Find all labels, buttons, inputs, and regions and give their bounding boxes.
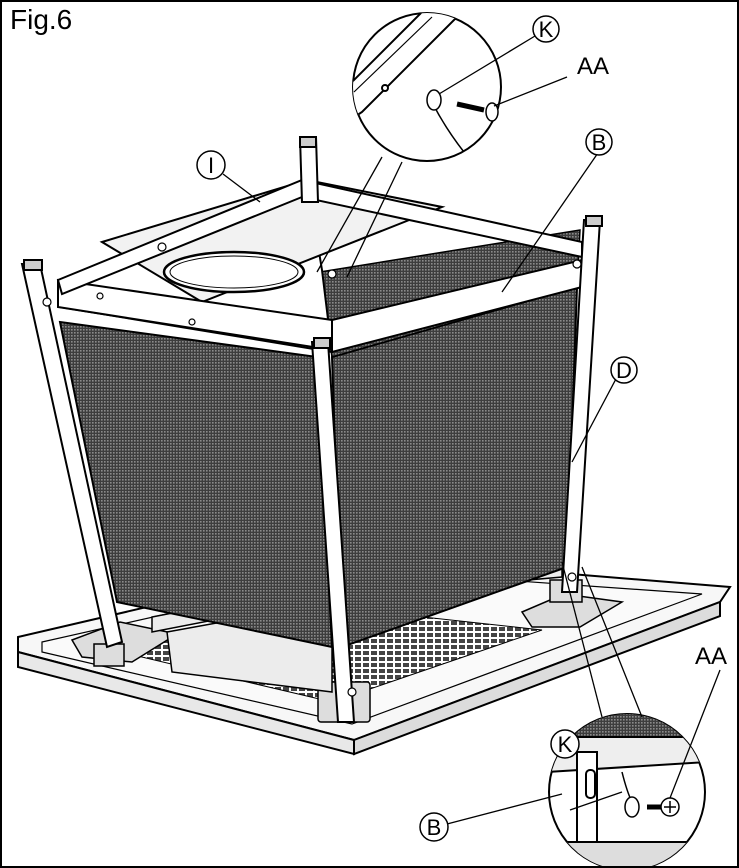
- detail-circle-top: [352, 12, 502, 162]
- screw-aa-top: [456, 101, 499, 122]
- screw-aa-bottom: [647, 797, 680, 817]
- callout-k-top-label: K: [539, 17, 554, 42]
- callout-d: D: [610, 356, 638, 384]
- detail-circle-bottom: [548, 713, 706, 866]
- callout-b-top-label: B: [592, 130, 607, 155]
- frame-screws: [42, 242, 582, 697]
- callout-d-label: D: [616, 358, 632, 383]
- frame-rails: [56, 178, 583, 354]
- callout-aa-bottom-label: AA: [695, 643, 727, 670]
- washer-k-top: [426, 89, 442, 111]
- callout-b-bottom-label: B: [427, 815, 442, 840]
- callout-k-bottom: K: [550, 729, 580, 759]
- callout-i-label: I: [208, 153, 214, 178]
- callout-b-top: B: [585, 128, 613, 156]
- washer-k-bottom: [624, 796, 640, 818]
- callout-aa-top-label: AA: [577, 53, 609, 80]
- callout-k-bottom-label: K: [558, 732, 573, 757]
- corner-posts: [20, 136, 603, 723]
- callout-b-bottom: B: [419, 812, 449, 842]
- figure-title: Fig.6: [10, 4, 73, 35]
- callout-k-top: K: [532, 15, 560, 43]
- leader-lines: [222, 35, 721, 825]
- callout-i: I: [196, 150, 226, 180]
